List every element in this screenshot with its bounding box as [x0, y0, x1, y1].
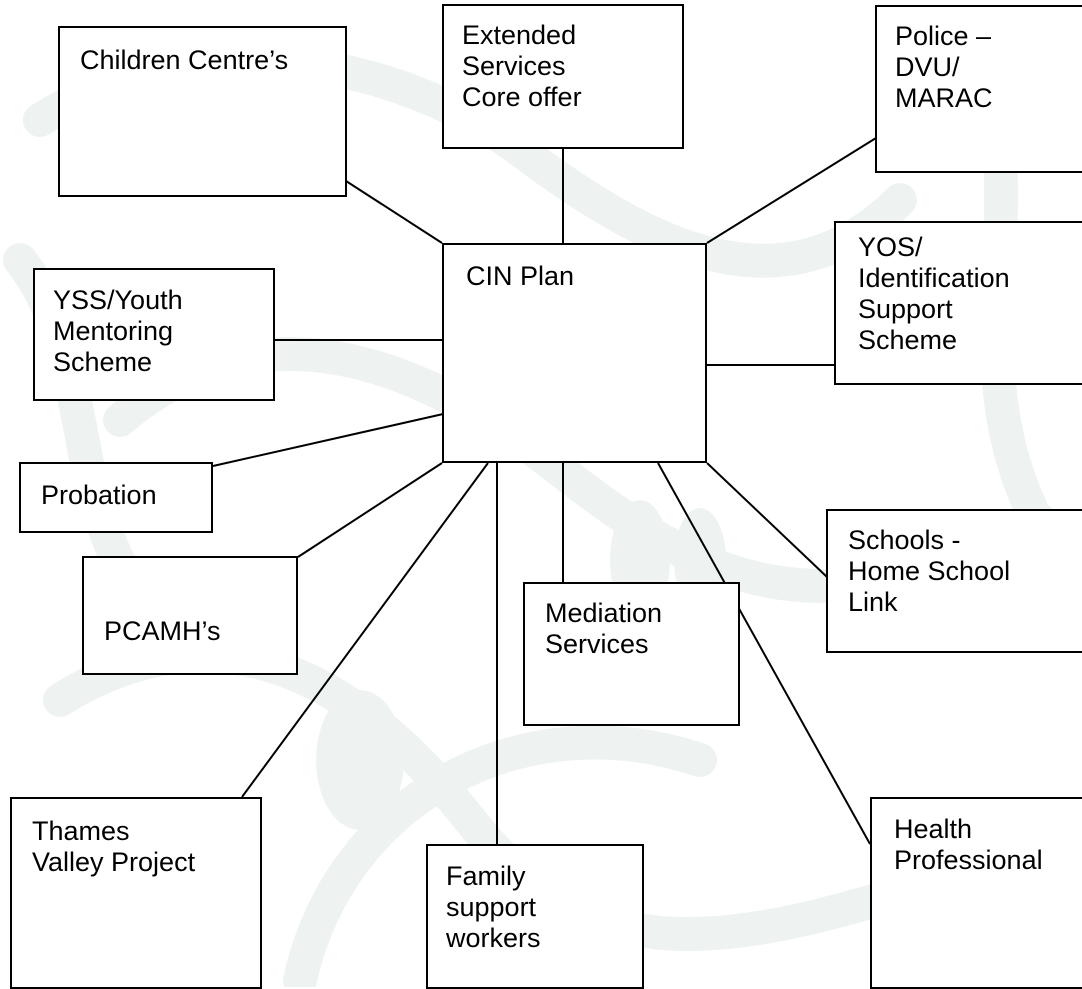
node-mediation-services-label: Mediation Services — [545, 598, 663, 659]
node-probation-label: Probation — [41, 480, 157, 510]
connector-cin-probation — [212, 411, 453, 467]
node-children-centres: Children Centre’s — [58, 26, 347, 197]
connector-cin-police — [706, 137, 877, 244]
node-yos-label: YOS/ Identification Support Scheme — [858, 232, 1010, 355]
node-family-support-workers: Family support workers — [426, 844, 644, 989]
node-police-label: Police – DVU/ MARAC — [895, 21, 993, 113]
node-mediation-services: Mediation Services — [523, 582, 740, 726]
node-schools-home-school-link-label: Schools - Home School Link — [848, 525, 1011, 617]
connector-cin-children — [345, 180, 443, 244]
node-yos: YOS/ Identification Support Scheme — [834, 221, 1082, 385]
node-family-support-workers-label: Family support workers — [446, 861, 541, 953]
center-node-cin-plan: CIN Plan — [442, 243, 707, 463]
node-police: Police – DVU/ MARAC — [875, 5, 1082, 173]
connector-cin-thames — [241, 462, 489, 798]
node-yss-youth-mentoring-label: YSS/Youth Mentoring Scheme — [53, 285, 183, 377]
node-health-professional-label: Health Professional — [894, 814, 1043, 875]
node-pcamhs-label: PCAMH’s — [104, 616, 221, 646]
node-yss-youth-mentoring: YSS/Youth Mentoring Scheme — [33, 268, 275, 401]
node-pcamhs: PCAMH’s — [82, 556, 298, 675]
connector-cin-health — [657, 462, 871, 845]
node-children-centres-label: Children Centre’s — [80, 45, 289, 75]
connector-cin-schools — [706, 462, 828, 578]
node-extended-services-label: Extended Services Core offer — [462, 20, 582, 112]
node-thames-valley-project: Thames Valley Project — [10, 797, 262, 989]
node-probation: Probation — [19, 462, 213, 533]
node-extended-services: Extended Services Core offer — [442, 4, 684, 149]
connector-cin-pcamh — [297, 462, 443, 558]
center-node-cin-plan-label: CIN Plan — [466, 261, 575, 291]
node-thames-valley-project-label: Thames Valley Project — [32, 816, 196, 877]
node-health-professional: Health Professional — [870, 797, 1082, 989]
node-schools-home-school-link: Schools - Home School Link — [826, 509, 1082, 653]
